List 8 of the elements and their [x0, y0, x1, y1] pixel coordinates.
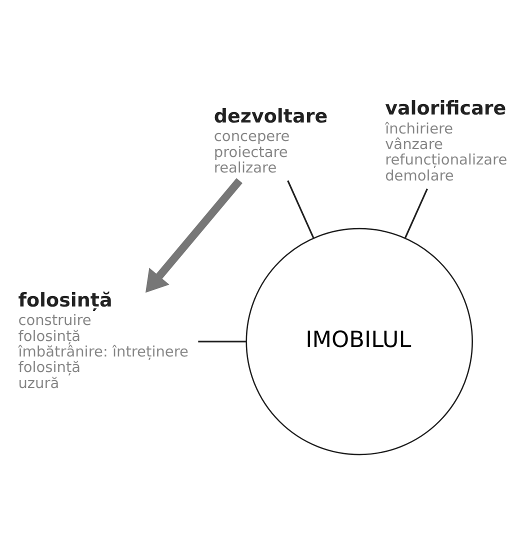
node-circle: IMOBILUL — [246, 228, 473, 456]
connector — [287, 180, 314, 238]
node-text: folosință construire folosință îmbătrânire: întreținere folosință uzură — [18, 289, 188, 392]
arrow — [145, 178, 242, 293]
node-text: dezvoltare concepere proiectare realizare — [214, 105, 328, 177]
node-text: valorificare închiriere vânzare refuncționalizare demolare — [385, 98, 508, 184]
connector — [198, 340, 246, 342]
connector — [404, 188, 428, 238]
